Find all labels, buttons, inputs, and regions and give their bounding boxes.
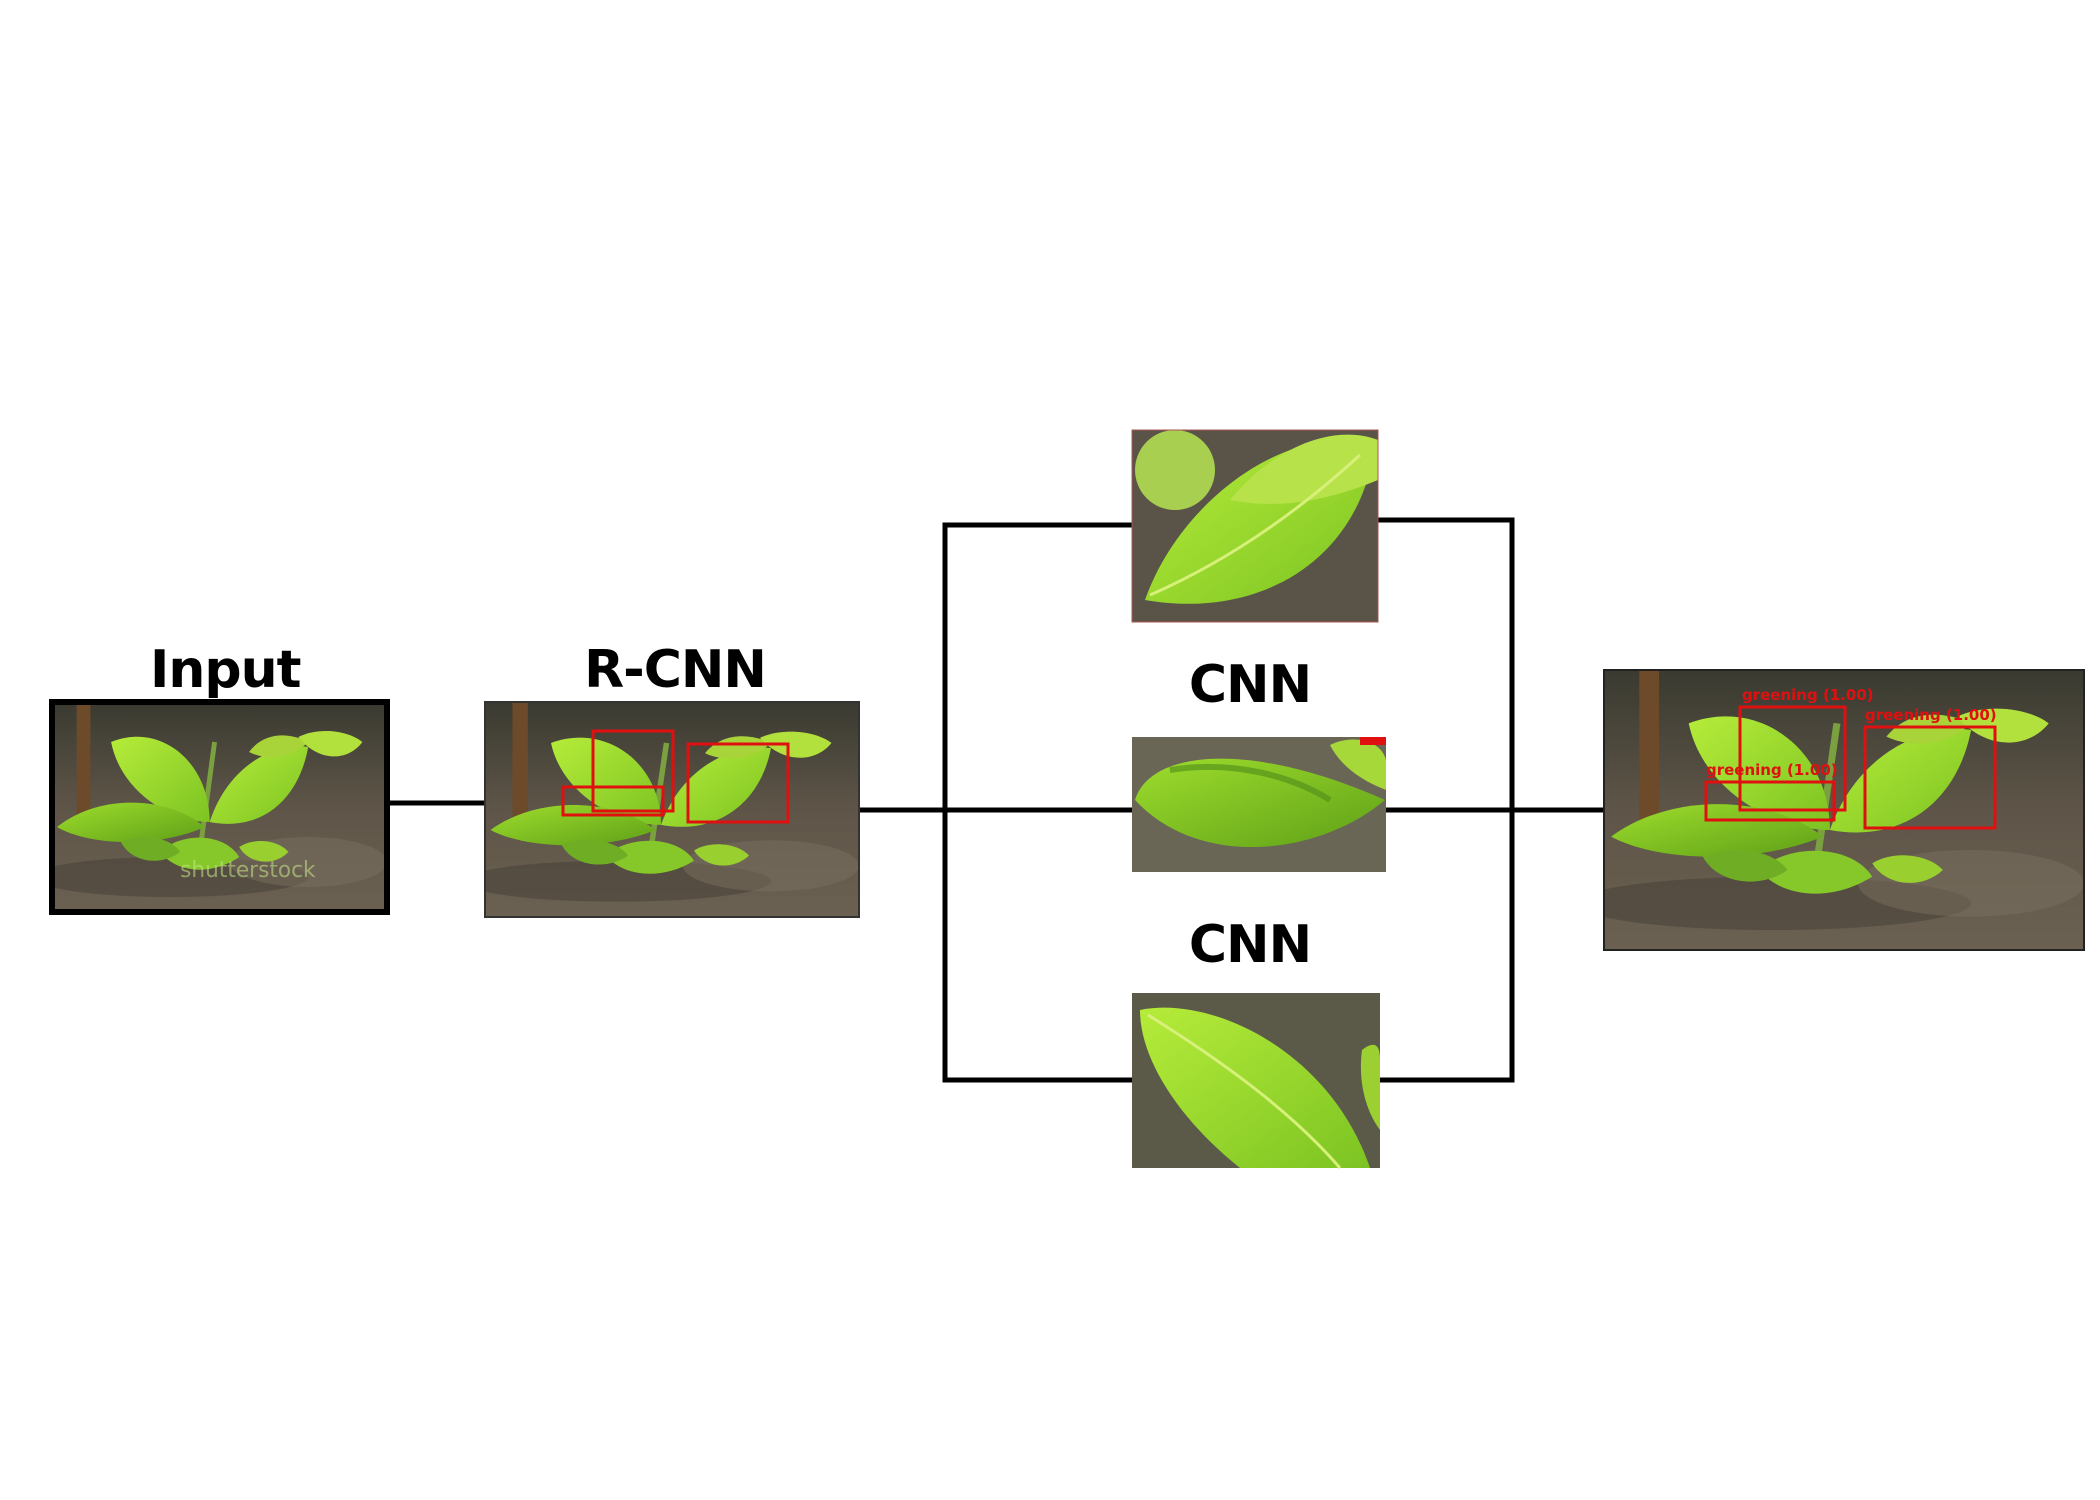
cnn-label-middle: CNN <box>1188 655 1312 715</box>
crop-top <box>1131 429 1379 623</box>
watermark-text: shutterstock <box>180 858 316 883</box>
detection-labels: greening (1.00) greening (1.00) greening… <box>1706 686 1997 779</box>
detection-label-3: greening (1.00) <box>1706 761 1838 779</box>
cnn-label-bottom: CNN <box>1188 915 1312 975</box>
crop-bottom <box>1132 993 1380 1169</box>
detection-boxes <box>1704 705 1997 830</box>
input-label: Input <box>150 640 301 700</box>
rcnn-label: R-CNN <box>584 640 767 700</box>
detection-label-1: greening (1.00) <box>1742 686 1874 704</box>
output-image: greening (1.00) greening (1.00) greening… <box>1603 669 2085 951</box>
rcnn-image <box>484 701 860 918</box>
detection-label-2: greening (1.00) <box>1865 706 1997 724</box>
connector-lines <box>387 517 1604 1083</box>
rcnn-proposal-boxes <box>561 729 790 824</box>
crop-middle <box>1132 737 1386 872</box>
input-image: shutterstock <box>49 699 390 915</box>
